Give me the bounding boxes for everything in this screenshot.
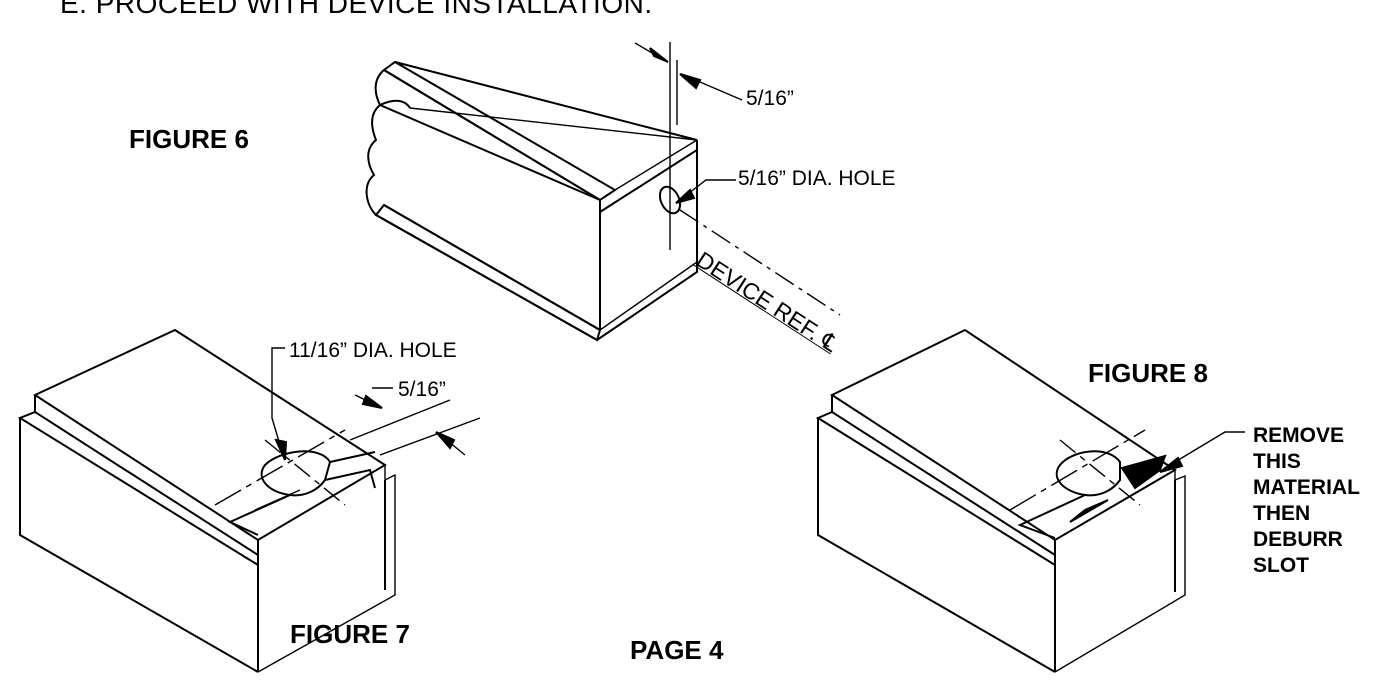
- figure8-note-line: MATERIAL: [1253, 476, 1360, 499]
- figure8-note-line: DEBURR: [1253, 528, 1343, 551]
- figure7-hole-label: 11/16” DIA. HOLE: [289, 339, 457, 362]
- figure7-dimension-label: 5/16”: [398, 378, 446, 401]
- figure8-drawing: [815, 328, 1245, 673]
- page-number: PAGE 4: [630, 635, 724, 665]
- figure8-title: FIGURE 8: [1088, 358, 1208, 388]
- figure8-note-line: THIS: [1253, 450, 1301, 473]
- figure6-title: FIGURE 6: [129, 124, 249, 154]
- figure6-hole-label: 5/16” DIA. HOLE: [738, 167, 896, 190]
- figure6-dimension-label: 5/16”: [746, 87, 794, 110]
- instruction-header: E. PROCEED WITH DEVICE INSTALLATION.: [60, 0, 653, 19]
- figure8-note-line: THEN: [1253, 502, 1311, 525]
- figure8-note-line: REMOVE: [1253, 424, 1345, 447]
- figure7-title: FIGURE 7: [290, 619, 410, 649]
- figure8-note: REMOVE THIS MATERIAL THEN DEBURR SLOT: [1253, 423, 1360, 579]
- figure8-note-line: SLOT: [1253, 554, 1309, 577]
- figure6-drawing: [365, 42, 841, 342]
- figure7-drawing: [17, 328, 481, 673]
